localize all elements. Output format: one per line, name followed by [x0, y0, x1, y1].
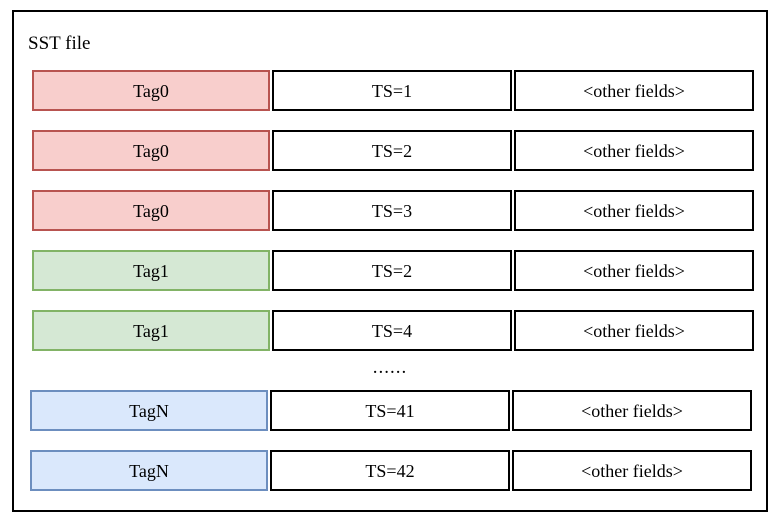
record-tag-cell: Tag1 — [32, 250, 270, 291]
record-tag-cell: Tag0 — [32, 130, 270, 171]
record-tag-cell: Tag0 — [32, 190, 270, 231]
record-row: TagN TS=42 <other fields> — [30, 450, 752, 491]
record-other-fields-cell: <other fields> — [512, 450, 752, 491]
record-timestamp-cell: TS=41 — [270, 390, 510, 431]
ellipsis-separator: ...... — [372, 356, 408, 378]
record-timestamp-cell: TS=1 — [272, 70, 512, 111]
record-row: Tag0 TS=1 <other fields> — [32, 70, 754, 111]
record-tag-cell: Tag0 — [32, 70, 270, 111]
record-tag-cell: TagN — [30, 390, 268, 431]
record-row: Tag1 TS=2 <other fields> — [32, 250, 754, 291]
record-row: Tag0 TS=2 <other fields> — [32, 130, 754, 171]
record-timestamp-cell: TS=3 — [272, 190, 512, 231]
record-timestamp-cell: TS=2 — [272, 130, 512, 171]
record-other-fields-cell: <other fields> — [514, 250, 754, 291]
sst-file-title: SST file — [28, 33, 91, 54]
record-tag-cell: Tag1 — [32, 310, 270, 351]
record-row: Tag0 TS=3 <other fields> — [32, 190, 754, 231]
record-timestamp-cell: TS=42 — [270, 450, 510, 491]
record-other-fields-cell: <other fields> — [514, 190, 754, 231]
record-tag-cell: TagN — [30, 450, 268, 491]
record-timestamp-cell: TS=4 — [272, 310, 512, 351]
record-other-fields-cell: <other fields> — [514, 310, 754, 351]
record-timestamp-cell: TS=2 — [272, 250, 512, 291]
record-other-fields-cell: <other fields> — [512, 390, 752, 431]
record-row: TagN TS=41 <other fields> — [30, 390, 752, 431]
record-row: Tag1 TS=4 <other fields> — [32, 310, 754, 351]
record-other-fields-cell: <other fields> — [514, 70, 754, 111]
record-other-fields-cell: <other fields> — [514, 130, 754, 171]
